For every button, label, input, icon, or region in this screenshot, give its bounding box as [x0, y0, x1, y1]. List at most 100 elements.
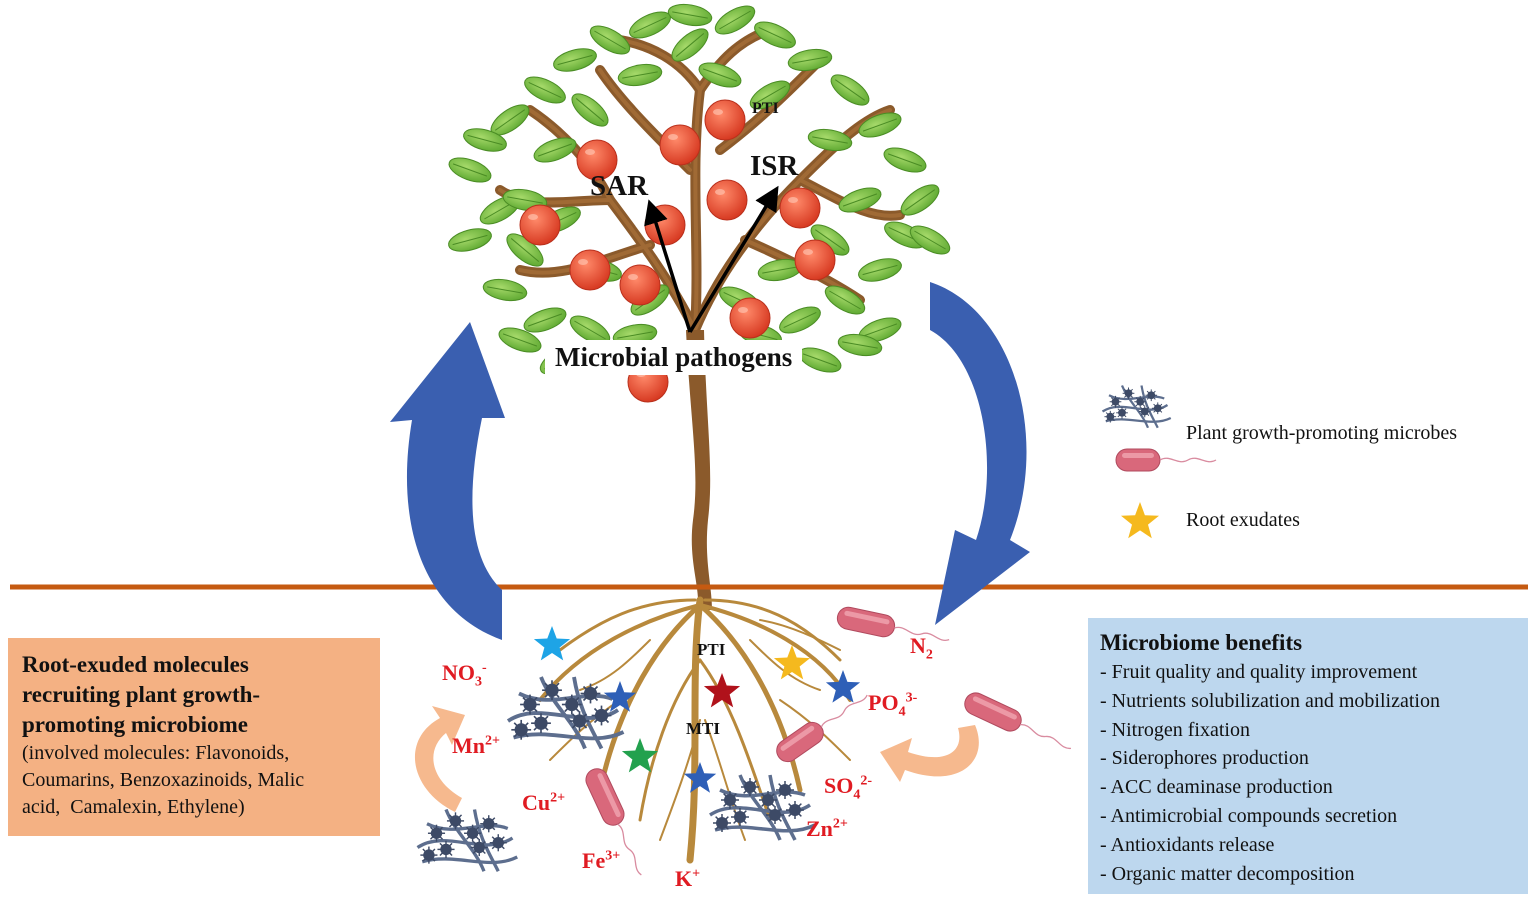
spore [464, 824, 482, 842]
hypha [572, 676, 604, 750]
leaf [617, 63, 663, 87]
spore [569, 711, 590, 731]
hypha [512, 730, 625, 741]
leaf [837, 333, 883, 357]
spore [759, 791, 777, 809]
spore [489, 834, 507, 852]
apple-fruit [619, 264, 661, 306]
spore [511, 719, 532, 740]
apple-fruit [576, 139, 618, 181]
bacterium [836, 606, 950, 641]
benefit-item: - Siderophores production [1100, 747, 1309, 770]
left-box-title-line: promoting microbiome [22, 712, 248, 737]
leaf [524, 76, 566, 104]
left-box-desc-line: (involved molecules: Flavonoids, [22, 742, 290, 764]
spore [591, 705, 612, 726]
spore [446, 812, 465, 830]
benefit-item: - Antimicrobial compounds secretion [1100, 804, 1398, 827]
leaf [571, 93, 609, 127]
benefit-item: - ACC deaminase production [1100, 776, 1333, 799]
spore [427, 824, 446, 842]
apple-fruit [659, 124, 701, 166]
leaf [779, 306, 821, 334]
tree-branch-highlight [608, 198, 697, 332]
spore [437, 840, 455, 858]
leaf [858, 112, 902, 138]
arrow-to-isr [688, 185, 779, 333]
hypha [719, 788, 806, 798]
root-branch [638, 658, 702, 822]
leaf [553, 48, 597, 72]
ion-n2: N2 [910, 633, 933, 663]
spore [713, 814, 731, 832]
spore [1145, 389, 1158, 402]
star-icon [703, 673, 741, 708]
spore [1109, 395, 1122, 408]
spore [1138, 405, 1151, 418]
star-icon [1121, 502, 1159, 539]
leaf [909, 225, 951, 255]
apple-fruit [704, 99, 746, 141]
spore [1104, 410, 1117, 423]
spore [580, 683, 601, 704]
right-orange-arrow [880, 725, 979, 782]
benefit-item: - Antioxidants release [1100, 833, 1275, 856]
arrow-to-sar [644, 199, 692, 333]
hypha [539, 676, 587, 750]
leaf [463, 128, 507, 152]
benefit-item: - Organic matter decomposition [1100, 862, 1355, 885]
left-curved-arrow [390, 322, 505, 640]
root-branch [659, 719, 701, 841]
hypha [738, 774, 782, 841]
leaf [667, 3, 713, 27]
spore [420, 846, 438, 864]
hypha [421, 855, 518, 865]
ion-fe: Fe3+ [582, 848, 621, 873]
ion-k: K+ [675, 866, 701, 891]
leaf [523, 307, 567, 333]
spore [741, 778, 759, 796]
star-icon [683, 762, 717, 793]
bacterium [964, 692, 1072, 749]
benefit-item: - Nitrogen fixation [1100, 718, 1250, 741]
apple-fruit [729, 297, 771, 339]
microbe-cluster [709, 774, 816, 841]
tree-branch-highlight [618, 38, 702, 92]
sar-label: SAR [590, 170, 649, 202]
isr-label: ISR [750, 150, 799, 182]
root-branch [549, 699, 621, 761]
apple-fruit [779, 187, 821, 229]
microbiome-benefits-box: Microbiome benefits - Fruit quality and … [1088, 618, 1528, 894]
leaf [589, 25, 631, 55]
bacterium [776, 694, 868, 763]
leaf [754, 21, 796, 49]
left-box-desc-line: acid, Camalexin, Ethylene) [22, 796, 245, 818]
spore [1151, 402, 1164, 415]
ion-no3: NO3- [442, 660, 487, 690]
leaf [830, 74, 870, 106]
spore [542, 680, 562, 701]
benefit-item: - Nutrients solubilization and mobilizat… [1100, 689, 1440, 712]
apple-fruit [569, 249, 611, 291]
spore [776, 781, 794, 799]
left-box-title-line: recruiting plant growth- [22, 682, 261, 707]
ion-mn: Mn2+ [452, 733, 500, 758]
pti-top-label: PTI [752, 100, 779, 117]
leaf [714, 5, 756, 35]
spore [766, 806, 784, 824]
leaf [838, 187, 882, 213]
root-branch [538, 603, 702, 702]
apple-fruit [519, 204, 561, 246]
spore [1134, 395, 1147, 408]
star-icon [621, 738, 659, 773]
star-icon [603, 681, 637, 712]
leaf [448, 157, 492, 183]
hypha [714, 823, 816, 833]
hypha [1105, 416, 1172, 423]
hypha [1108, 394, 1165, 401]
microbial-pathogens-label: Microbial pathogens [545, 340, 803, 375]
root-branch [597, 602, 703, 793]
hypha [768, 774, 797, 841]
leaf [807, 128, 853, 152]
